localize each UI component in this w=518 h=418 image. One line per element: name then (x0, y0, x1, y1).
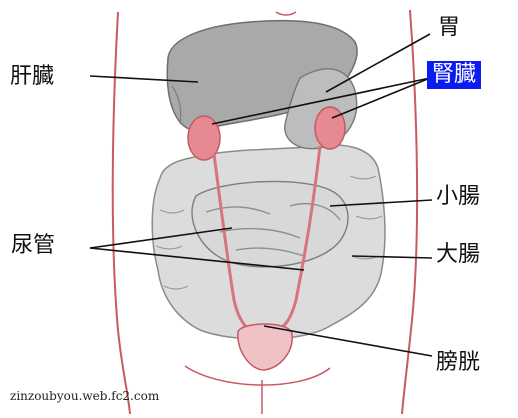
label-stomach: 胃 (438, 17, 460, 39)
bladder (238, 324, 292, 370)
label-bladder: 膀胱 (436, 352, 480, 374)
chest-mark (276, 12, 296, 15)
label-small-intestine: 小腸 (436, 186, 480, 208)
label-liver: 肝臓 (10, 66, 54, 88)
site-credit: zinzoubyou.web.fc2.com (10, 389, 159, 403)
small-intestine (192, 181, 348, 266)
label-kidney: 腎臓 (427, 61, 481, 89)
label-large-intestine: 大腸 (436, 244, 480, 266)
kidney-right (315, 107, 345, 149)
label-ureter: 尿管 (11, 235, 55, 257)
body-outline-left (113, 12, 130, 414)
